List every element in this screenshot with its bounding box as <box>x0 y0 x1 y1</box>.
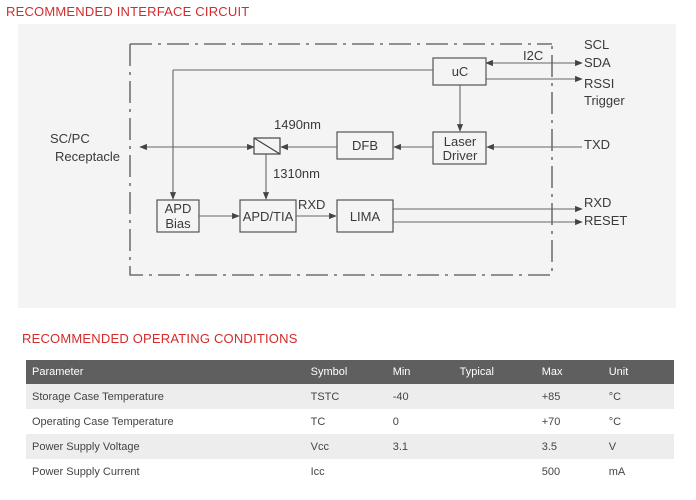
cell-min: 3.1 <box>386 434 454 459</box>
cell-typical <box>453 434 536 459</box>
cell-symbol: Icc <box>310 465 325 478</box>
header-typical: Typical <box>453 360 536 384</box>
cell-max: 3.5 <box>535 434 603 459</box>
header-max: Max <box>535 360 603 384</box>
pin-reset: RESET <box>584 213 627 228</box>
pin-rssi: RSSI <box>584 76 614 91</box>
receptacle-label-line1: SC/PC <box>50 131 90 146</box>
interface-circuit-title: RECOMMENDED INTERFACE CIRCUIT <box>6 4 250 19</box>
pin-trigger: Trigger <box>584 93 625 108</box>
cell-symbol: Vcc <box>304 434 387 459</box>
pin-rxd: RXD <box>584 195 611 210</box>
cell-unit: °C <box>608 415 622 428</box>
rxd-internal-label: RXD <box>298 197 325 212</box>
table-row: Power Supply Current Icc 500 mA <box>26 459 674 484</box>
cell-unit: mA <box>608 465 626 478</box>
tx-wavelength-label: 1490nm <box>274 117 321 132</box>
cell-symbol: TC <box>310 415 326 428</box>
lima-block <box>336 199 394 233</box>
cell-unit: V <box>602 434 674 459</box>
cell-max: +70 <box>541 415 561 428</box>
cell-min: -40 <box>386 384 454 409</box>
cell-min: 0 <box>392 415 399 428</box>
pin-sda: SDA <box>584 55 611 70</box>
lima-label: LIMA <box>350 209 381 224</box>
cell-parameter: Storage Case Temperature <box>26 384 305 409</box>
receptacle-label-line2: Receptacle <box>55 149 120 164</box>
interface-circuit-diagram: uC Laser Driver DFB APD Bias APD/TIA LIM… <box>50 37 627 276</box>
dfb-label: DFB <box>352 138 378 153</box>
apd-label: APD <box>165 201 192 216</box>
cell-parameter: Power Supply Voltage <box>26 434 305 459</box>
i2c-label: I2C <box>523 48 543 63</box>
bias-label: Bias <box>165 216 191 231</box>
cell-max: +85 <box>535 384 603 409</box>
pin-scl: SCL <box>584 37 609 52</box>
pin-txd: TXD <box>584 137 610 152</box>
operating-conditions-table: Parameter Symbol Min Typical Max Unit St… <box>26 360 674 484</box>
header-parameter: Parameter <box>26 360 305 384</box>
cell-parameter: Power Supply Current <box>32 465 140 478</box>
rx-wavelength-label: 1310nm <box>273 166 320 181</box>
laser-driver-block <box>432 131 487 165</box>
cell-min <box>387 459 454 484</box>
table-row: Storage Case Temperature TSTC -40 +85 °C <box>26 384 674 409</box>
header-symbol: Symbol <box>304 360 387 384</box>
cell-typical <box>454 409 536 434</box>
header-min: Min <box>386 360 454 384</box>
cell-unit: °C <box>602 384 674 409</box>
circuit-diagram-background <box>18 24 676 308</box>
driver-label: Driver <box>443 148 478 163</box>
table-row: Operating Case Temperature TC 0 +70 °C <box>26 409 674 434</box>
header-unit: Unit <box>602 360 674 384</box>
table-header-row: Parameter Symbol Min Typical Max Unit <box>26 360 674 384</box>
cell-max: 500 <box>541 465 561 478</box>
operating-conditions-title: RECOMMENDED OPERATING CONDITIONS <box>22 331 298 346</box>
laser-label: Laser <box>444 134 477 149</box>
cell-typical <box>453 384 536 409</box>
module-boundary <box>129 43 553 276</box>
table-row: Power Supply Voltage Vcc 3.1 3.5 V <box>26 434 674 459</box>
apd-tia-label: APD/TIA <box>243 209 294 224</box>
cell-typical <box>454 459 536 484</box>
uc-label: uC <box>452 64 469 79</box>
cell-parameter: Operating Case Temperature <box>32 415 174 428</box>
cell-symbol: TSTC <box>304 384 387 409</box>
dfb-block <box>336 131 394 160</box>
